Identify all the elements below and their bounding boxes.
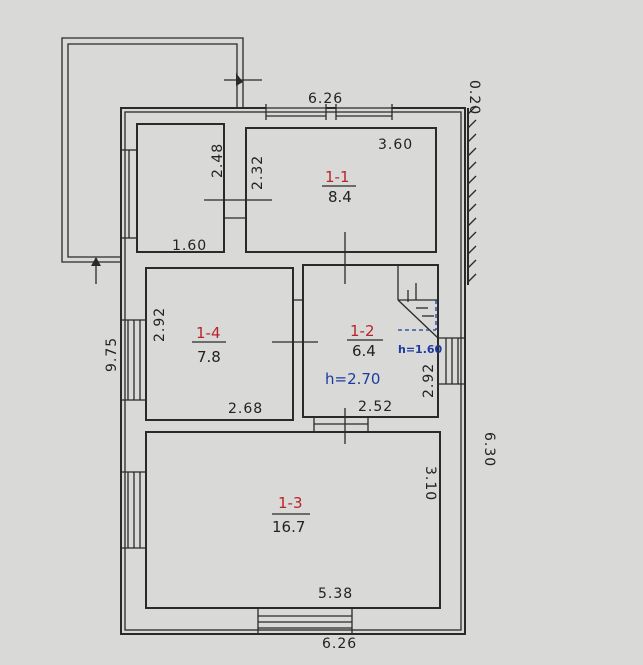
hatch-mark <box>467 203 477 213</box>
room-1-4-outline <box>145 267 294 421</box>
porch-outline <box>61 37 244 263</box>
dim-room-1-2-width: 2.52 <box>358 399 393 415</box>
hatch-mark <box>467 175 477 185</box>
dim-small-room-width: 1.60 <box>172 238 207 254</box>
stair-height-note: h=1.60 <box>398 343 443 356</box>
entrance-arrow-left <box>91 257 101 284</box>
window-left-bottom <box>121 471 146 549</box>
dim-room-1-1-height: 2.32 <box>250 155 266 190</box>
dim-room-1-3-width: 5.38 <box>318 586 353 602</box>
wall-hatching <box>467 105 477 285</box>
small-room-outline <box>136 123 225 253</box>
dim-room-1-4-height: 2.92 <box>152 307 168 342</box>
room-area: 7.8 <box>197 348 221 366</box>
dim-room-1-4-width: 2.68 <box>228 401 263 417</box>
staircase <box>397 265 439 339</box>
hatch-mark <box>467 259 477 269</box>
window-left-top <box>121 149 137 239</box>
room-1-2-outline <box>302 264 439 418</box>
dim-room-1-1-width: 3.60 <box>378 137 413 153</box>
hatch-mark <box>467 133 477 143</box>
hatch-mark <box>467 231 477 241</box>
dim-right-offset: 0.20 <box>466 80 482 115</box>
hatch-mark <box>467 189 477 199</box>
dim-left-total: 9.75 <box>104 337 120 372</box>
room-label-1-2: 1-2 6.4 <box>347 322 383 360</box>
window-bottom <box>257 608 353 634</box>
ceiling-height-note: h=2.70 <box>325 370 380 388</box>
room-id: 1-1 <box>325 168 350 186</box>
hatch-mark <box>467 147 477 157</box>
hatch-mark <box>467 245 477 255</box>
hatch-mark <box>467 119 477 129</box>
dim-bottom-total: 6.26 <box>322 636 357 652</box>
door-marks <box>204 199 369 444</box>
window-left-middle <box>121 319 146 401</box>
hatch-mark <box>467 105 477 115</box>
room-label-1-4: 1-4 7.8 <box>192 324 226 366</box>
window-right <box>438 337 465 385</box>
room-area: 8.4 <box>328 188 352 206</box>
room-id: 1-4 <box>196 324 221 342</box>
room-1-3-outline <box>145 431 441 609</box>
dim-small-room-height: 2.48 <box>210 143 226 178</box>
dim-room-1-3-height: 3.10 <box>422 466 438 501</box>
room-label-1-3: 1-3 16.7 <box>272 494 310 536</box>
entrance-arrow-top <box>224 73 262 86</box>
window-top-left <box>265 104 327 120</box>
hatch-mark <box>467 217 477 227</box>
hatch-mark <box>467 273 477 283</box>
room-area: 6.4 <box>352 342 376 360</box>
room-id: 1-2 <box>350 322 375 340</box>
room-label-1-1: 1-1 8.4 <box>322 168 356 206</box>
dim-top-total: 6.26 <box>308 91 343 107</box>
room-area: 16.7 <box>272 518 305 536</box>
hatch-mark <box>467 161 477 171</box>
dim-right-total: 6.30 <box>481 432 497 467</box>
window-top-right <box>335 104 393 120</box>
dim-room-1-2-height: 2.92 <box>421 363 437 398</box>
room-id: 1-3 <box>278 494 303 512</box>
